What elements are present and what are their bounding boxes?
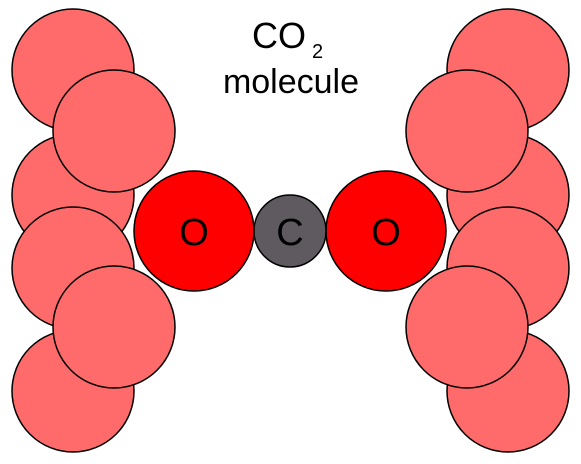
title: CO 2 molecule (223, 15, 359, 101)
right-wall-atom (405, 69, 529, 193)
left-wall-atom (52, 265, 176, 389)
left-wall-atom (52, 69, 176, 193)
right-wall (405, 8, 570, 453)
oxygen-left-label: O (179, 212, 209, 254)
oxygen-right-label: O (371, 212, 401, 254)
title-molecule: molecule (223, 63, 359, 101)
carbon-label: C (276, 212, 303, 254)
co2-molecule: O C O (133, 170, 447, 292)
left-wall (11, 8, 176, 453)
title-formula: CO (252, 15, 306, 56)
right-wall-atom (405, 265, 529, 389)
carbon-atom (253, 194, 327, 268)
title-formula-subscript: 2 (312, 41, 323, 63)
